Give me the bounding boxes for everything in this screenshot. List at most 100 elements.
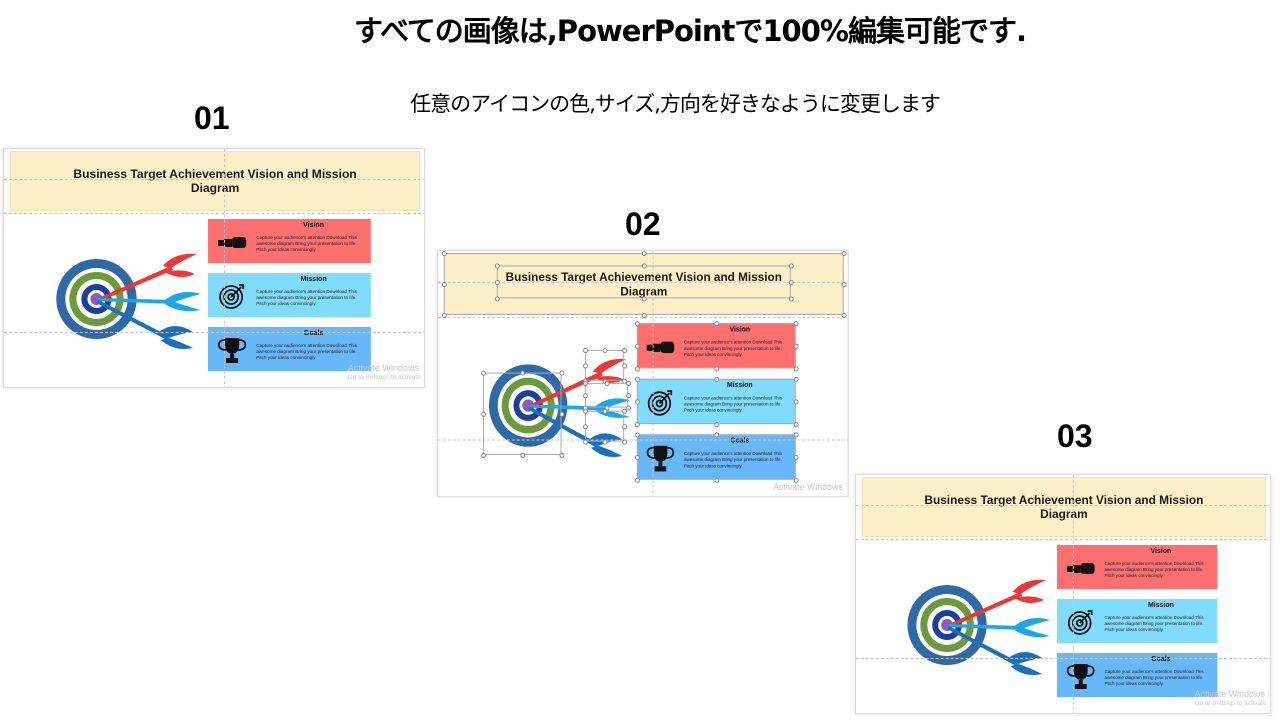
box-title: Vision (729, 326, 751, 334)
slide-title: Business Target Achievement Vision and M… (924, 493, 1204, 521)
resize-handle[interactable] (713, 477, 719, 483)
resize-handle[interactable] (604, 380, 609, 386)
resize-handle[interactable] (713, 421, 719, 427)
selection-box (483, 372, 562, 455)
resize-handle[interactable] (788, 279, 794, 285)
resize-handle[interactable] (634, 431, 640, 437)
resize-handle[interactable] (634, 398, 640, 404)
resize-handle[interactable] (582, 392, 588, 398)
resize-handle[interactable] (793, 477, 799, 483)
resize-handle[interactable] (621, 408, 627, 414)
slide-header-band: Business Target Achievement Vision and M… (861, 477, 1266, 537)
resize-handle[interactable] (621, 362, 627, 368)
resize-handle[interactable] (793, 320, 799, 326)
slide-preview-03[interactable]: Business Target Achievement Vision and M… (855, 474, 1271, 714)
resize-handle[interactable] (793, 398, 799, 404)
resize-handle[interactable] (494, 262, 500, 269)
box-text: Capture your audience's attention Downlo… (683, 450, 783, 469)
resize-handle[interactable] (494, 279, 500, 285)
guide-line (437, 281, 848, 283)
resize-handle[interactable] (788, 295, 794, 301)
resize-handle[interactable] (602, 408, 608, 414)
resize-handle[interactable] (519, 452, 525, 458)
resize-handle[interactable] (441, 312, 447, 318)
guide-line (437, 316, 848, 318)
resize-handle[interactable] (602, 347, 608, 353)
slide-number-03: 03 (1057, 418, 1093, 454)
guide-line (4, 213, 425, 214)
activation-watermark: Activate Windows (773, 482, 847, 492)
resize-handle[interactable] (559, 452, 564, 458)
box-goals: Goals Capture your audience's attention … (1056, 653, 1218, 697)
resize-handle[interactable] (793, 376, 799, 382)
guide-line (224, 149, 226, 387)
box-title: Mission (727, 381, 753, 390)
slide-preview-02[interactable]: Business Target Achievement Vision and M… (437, 250, 849, 498)
resize-handle[interactable] (582, 439, 588, 445)
resize-handle[interactable] (480, 452, 486, 458)
resize-handle[interactable] (582, 362, 588, 368)
guide-line (855, 505, 1270, 506)
resize-handle[interactable] (634, 376, 640, 382)
resize-handle[interactable] (641, 251, 647, 256)
resize-handle[interactable] (602, 439, 608, 445)
resize-handle[interactable] (841, 251, 847, 256)
telescope-icon (1065, 553, 1097, 583)
resize-handle[interactable] (641, 295, 647, 301)
resize-handle[interactable] (641, 262, 647, 269)
resize-handle[interactable] (625, 392, 631, 398)
resize-handle[interactable] (713, 365, 719, 372)
resize-handle[interactable] (621, 423, 627, 429)
resize-handle[interactable] (793, 421, 799, 427)
slide-preview-01[interactable]: Business Target Achievement Vision and M… (3, 148, 426, 388)
resize-handle[interactable] (625, 405, 631, 411)
box-vision: Vision Capture your audience's attention… (636, 323, 796, 369)
resize-handle[interactable] (634, 454, 640, 460)
resize-handle[interactable] (559, 369, 564, 376)
resize-handle[interactable] (582, 423, 588, 429)
resize-handle[interactable] (634, 421, 640, 427)
resize-handle[interactable] (713, 376, 719, 382)
box-mission: Mission Capture your audience's attentio… (1056, 599, 1218, 643)
resize-handle[interactable] (621, 347, 627, 353)
resize-handle[interactable] (788, 262, 794, 269)
resize-handle[interactable] (441, 281, 447, 287)
resize-handle[interactable] (793, 454, 799, 460)
resize-handle[interactable] (582, 408, 588, 414)
subheadline: 任意のアイコンの色,サイズ,方向を好きなように変更します (410, 92, 941, 116)
slide-header-band: Business Target Achievement Vision and M… (10, 151, 421, 211)
dart-red (98, 253, 197, 301)
selection-box (584, 382, 629, 408)
resize-handle[interactable] (480, 411, 486, 417)
resize-handle[interactable] (582, 380, 588, 386)
resize-handle[interactable] (480, 369, 486, 376)
resize-handle[interactable] (634, 365, 640, 372)
slide-number-01: 01 (194, 100, 230, 136)
resize-handle[interactable] (519, 369, 525, 376)
guide-line (855, 658, 1270, 659)
resize-handle[interactable] (634, 477, 640, 483)
selection-box (496, 265, 791, 299)
box-text: Capture your audience's attention Downlo… (1104, 669, 1204, 687)
resize-handle[interactable] (713, 431, 719, 437)
resize-handle[interactable] (559, 411, 564, 417)
resize-handle[interactable] (793, 343, 799, 349)
resize-handle[interactable] (441, 251, 447, 256)
resize-handle[interactable] (841, 281, 847, 287)
box-title: Goals (1151, 656, 1171, 663)
resize-handle[interactable] (634, 343, 640, 349)
target-icon (1065, 607, 1097, 637)
resize-handle[interactable] (494, 295, 500, 301)
box-goals: Goals Capture your audience's attention … (636, 434, 796, 480)
resize-handle[interactable] (634, 320, 640, 326)
resize-handle[interactable] (841, 312, 847, 318)
box-mission: Mission Capture your audience's attentio… (208, 273, 371, 317)
selection-box (636, 378, 796, 425)
resize-handle[interactable] (793, 365, 799, 372)
resize-handle[interactable] (582, 347, 588, 353)
resize-handle[interactable] (621, 439, 627, 445)
resize-handle[interactable] (793, 431, 799, 437)
resize-handle[interactable] (713, 320, 719, 326)
resize-handle[interactable] (625, 380, 631, 386)
resize-handle[interactable] (641, 312, 647, 318)
